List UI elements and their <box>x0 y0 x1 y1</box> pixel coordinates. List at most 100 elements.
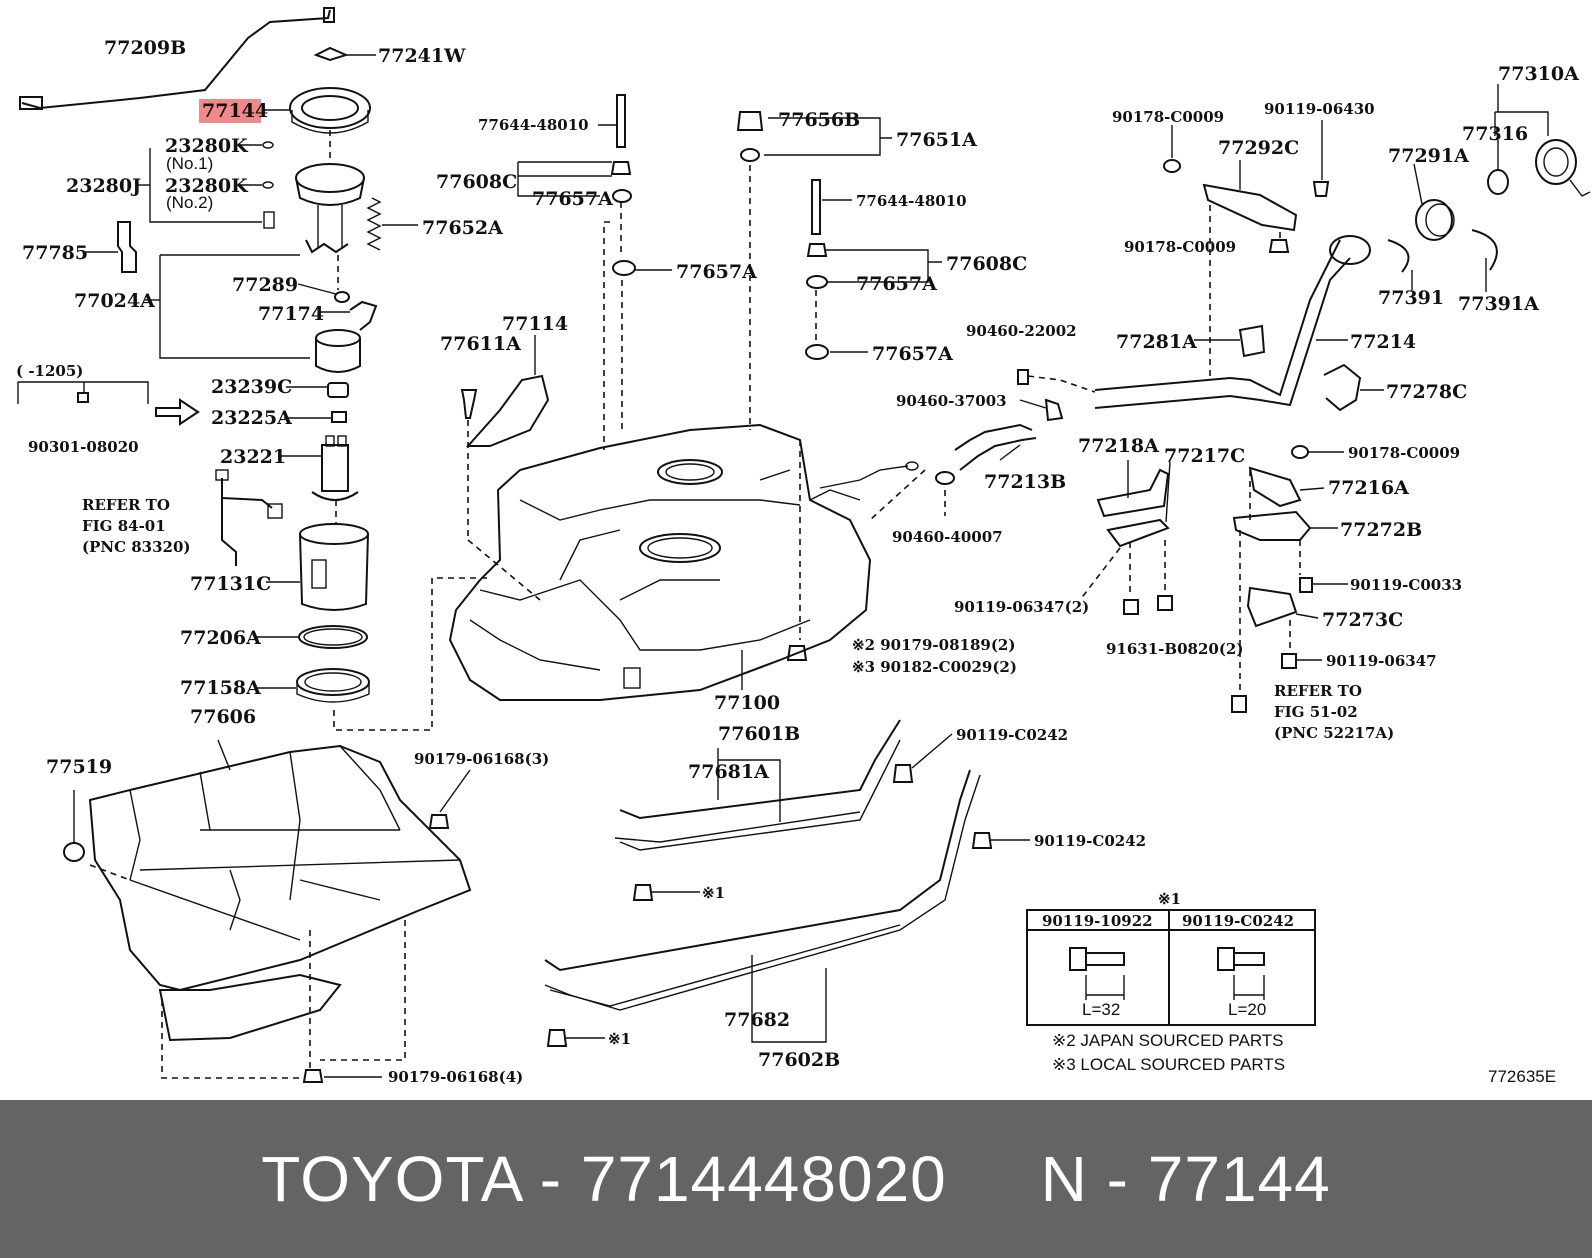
retainer-ring-77144 <box>289 87 371 134</box>
label-90119-C0242-b: 90119-C0242 <box>1034 832 1146 850</box>
label-77682: 77682 <box>724 1009 790 1031</box>
nut-90179-08189 <box>786 645 808 661</box>
label-77657A-a: 77657A <box>532 188 613 210</box>
label-23280K: 23280K <box>165 135 249 157</box>
bracket-77174 <box>349 300 378 331</box>
label-90119-C0242-a: 90119-C0242 <box>956 726 1068 744</box>
label-77209B: 77209B <box>104 37 186 59</box>
label-77602B: 77602B <box>758 1049 840 1071</box>
retainer-77158A <box>296 668 370 703</box>
banner-text: TOYOTA - 7714448020 N - 77144 <box>261 1143 1331 1215</box>
label-90460-40007: 90460-40007 <box>892 528 1003 546</box>
gasket-77316 <box>1487 169 1509 195</box>
cushion-23225A <box>331 411 347 423</box>
label-77241W: 77241W <box>378 45 466 67</box>
nut-77608C-b <box>806 243 828 257</box>
label-77644-48010-b: 77644-48010 <box>856 192 967 210</box>
clamp-90460-22002 <box>1017 369 1029 385</box>
legend-col1-dim: L=32 <box>1082 1000 1120 1019</box>
label-77272B: 77272B <box>1340 519 1422 541</box>
bolt-90119-06347 <box>1281 653 1297 669</box>
label-77657A-b: 77657A <box>676 261 757 283</box>
harness-connector <box>19 96 43 110</box>
bolt-90119-C0242-a <box>892 764 914 783</box>
bolt-refer-51-02 <box>1231 695 1247 713</box>
nut-90178-C0009-b <box>1268 239 1290 253</box>
bracket-77272B <box>1232 510 1312 541</box>
label-77174: 77174 <box>258 303 324 325</box>
label-77391: 77391 <box>1378 287 1444 309</box>
label-pnc-83320: (PNC 83320) <box>82 538 191 556</box>
label-x1-a: ※1 <box>702 884 725 902</box>
label-23280K-2: 23280K <box>165 175 249 197</box>
label-pnc-52217A: (PNC 52217A) <box>1274 724 1394 742</box>
nut-77657A-c <box>806 275 828 289</box>
bracket-77216A <box>1248 466 1302 508</box>
label-77281A: 77281A <box>1116 331 1197 353</box>
bolt-x1-b <box>546 1029 568 1047</box>
label-90119-06430: 90119-06430 <box>1264 100 1375 118</box>
fuel-tank-parts-diagram: 77209B 77241W 77144 23280K (No.1) 23280J… <box>16 7 1591 1086</box>
wire-harness-77209B <box>21 9 331 110</box>
label-x1-b: ※1 <box>608 1030 631 1048</box>
stud-77644-48010-a <box>616 94 626 148</box>
o-ring-77391A <box>1471 229 1498 271</box>
label-77681A: 77681A <box>688 761 769 783</box>
label-77519: 77519 <box>46 756 112 778</box>
figure-code: 772635E <box>1488 1067 1556 1086</box>
nut-90178-C0009-c <box>1291 445 1309 459</box>
bolt-x1-a <box>632 884 654 901</box>
label-23239C: 23239C <box>211 376 292 398</box>
label-refer-to-1: REFER TO <box>82 496 170 514</box>
label-77114: 77114 <box>502 313 568 335</box>
label-77217C: 77217C <box>1164 445 1245 467</box>
legend-mark-x1: ※1 <box>1158 890 1181 908</box>
bracket-77217C <box>1106 518 1170 548</box>
label-90179-08189: ※2 90179-08189(2) <box>852 636 1015 654</box>
sub-tank-77131C <box>299 523 369 611</box>
label-90119-06347: 90119-06347 <box>1326 652 1437 670</box>
label-23280J: 23280J <box>66 175 141 197</box>
tank-harness <box>819 465 909 489</box>
bolt-91631-B0820 <box>1157 595 1173 611</box>
label-77391A: 77391A <box>1458 293 1539 315</box>
label-77158A: 77158A <box>180 677 261 699</box>
filler-pipe-77214 <box>1094 239 1341 397</box>
clip-77289 <box>334 291 350 303</box>
label-23225A: 23225A <box>211 407 292 429</box>
o-ring-23280K-no2 <box>262 181 274 189</box>
bolt-90119-C0242-b <box>971 832 993 849</box>
bracket-77281A <box>1238 324 1266 358</box>
label-77651A: 77651A <box>896 129 977 151</box>
label-77657A-c: 77657A <box>856 273 937 295</box>
label-90460-37003: 90460-37003 <box>896 392 1007 410</box>
filter-23239C <box>327 382 349 398</box>
strap-77681A <box>619 719 901 820</box>
cap-assembly-bracket <box>1494 84 1549 136</box>
fuel-pump-23221 <box>311 435 359 501</box>
strap-77682 <box>544 769 971 972</box>
label-77611A: 77611A <box>440 333 521 355</box>
sender-gauge-77785 <box>117 221 137 273</box>
label-77131C: 77131C <box>190 573 271 595</box>
fuel-cap <box>1535 139 1591 197</box>
o-ring-77391 <box>1387 239 1410 273</box>
pump-harness <box>221 478 273 566</box>
label-fig-84-01: FIG 84-01 <box>82 517 166 535</box>
bracket-77218A <box>1096 468 1170 518</box>
label-77144: 77144 <box>202 100 268 122</box>
label-77785: 77785 <box>22 242 88 264</box>
label-90301-08020: 90301-08020 <box>28 438 139 456</box>
part-number-banner: TOYOTA - 7714448020 N - 77144 <box>0 1100 1592 1258</box>
label-77656B: 77656B <box>778 109 860 131</box>
label-77216A: 77216A <box>1328 477 1409 499</box>
fuel-tank-77100 <box>448 423 872 701</box>
label-90182-C0029: ※3 90182-C0029(2) <box>852 658 1017 676</box>
label-90460-22002: 90460-22002 <box>966 322 1077 340</box>
hose-77213B <box>954 423 1037 471</box>
bracket-77273C <box>1246 586 1298 628</box>
bolt-90119-06430 <box>1312 181 1330 197</box>
label-90119-C0033: 90119-C0033 <box>1350 576 1462 594</box>
note-local-sourced: ※3 LOCAL SOURCED PARTS <box>1052 1055 1285 1074</box>
label-77608C-a: 77608C <box>436 171 517 193</box>
